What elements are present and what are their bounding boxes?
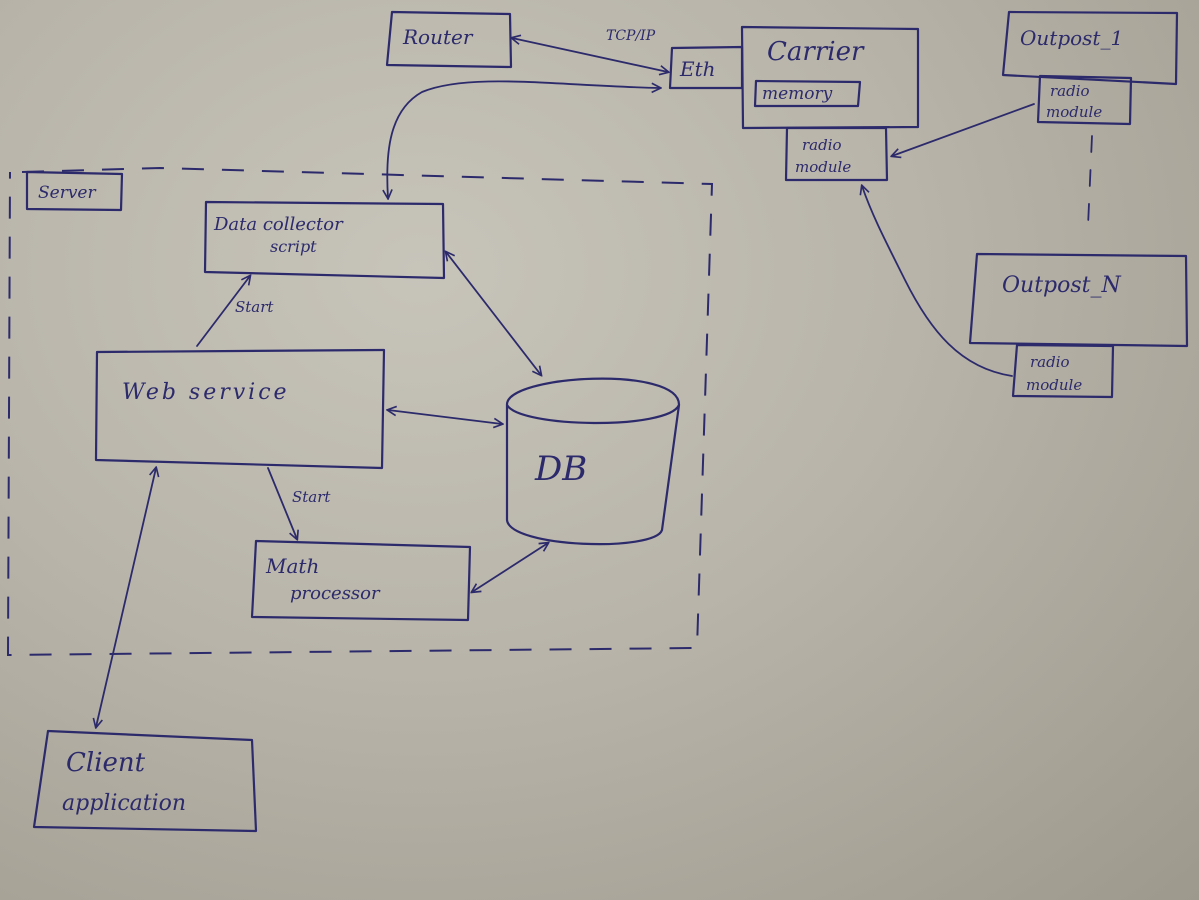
math-processor-box — [250, 539, 472, 622]
edge-web-math-label: Start — [292, 488, 331, 506]
data-collector-box — [203, 200, 446, 280]
edge-web-collector — [196, 276, 250, 347]
outpost-n-label: Outpost_N — [1002, 273, 1122, 298]
outposts-ellipsis-line — [1087, 135, 1093, 227]
client-app-label-2: application — [62, 791, 186, 816]
eth-node: Eth — [668, 45, 744, 90]
edge-outpostn-carrier — [862, 186, 1013, 377]
edge-outpost1-carrier — [892, 103, 1035, 156]
carrier-radio-label-2: module — [795, 158, 851, 176]
eth-label: Eth — [679, 57, 716, 81]
carrier-radio-box — [784, 126, 889, 182]
web-service-box — [94, 348, 386, 470]
edges: TCP/IP Start Start — [96, 28, 1035, 727]
server-label-box — [25, 170, 124, 212]
math-processor-label-2: processor — [290, 583, 381, 604]
outpost-1-radio-box — [1036, 74, 1133, 126]
carrier-box — [740, 25, 920, 130]
db-node: DB — [505, 377, 681, 546]
server-boundary-outline — [6, 166, 714, 657]
edge-math-db — [472, 543, 548, 592]
edge-collector-db — [446, 252, 541, 375]
outpost-1-radio-label-2: module — [1046, 103, 1102, 121]
data-collector-label-2: script — [270, 237, 317, 256]
web-service-label: Web service — [122, 380, 290, 405]
edge-web-db — [388, 410, 502, 424]
math-processor-node: Math processor — [250, 539, 472, 622]
outpost-1-box — [1001, 10, 1179, 86]
edge-router-eth-label: TCP/IP — [606, 28, 656, 44]
outpost-n-radio-label-1: radio — [1030, 353, 1070, 371]
db-cylinder — [505, 377, 681, 546]
outpost-1-radio-label-1: radio — [1050, 82, 1090, 100]
carrier-label: Carrier — [767, 37, 865, 67]
server-label: Server — [38, 183, 96, 203]
carrier-node: Carrier memory radio module — [740, 25, 920, 182]
client-app-label-1: Client — [66, 748, 146, 778]
edge-eth-collector — [387, 80, 660, 198]
memory-label: memory — [762, 84, 833, 104]
carrier-radio-label-1: radio — [802, 136, 842, 154]
math-processor-label-1: Math — [265, 554, 319, 578]
outpost-n-radio-box — [1011, 343, 1115, 399]
outpost-n-radio-label-2: module — [1026, 376, 1082, 394]
server-boundary: Server — [6, 166, 714, 657]
router-label: Router — [402, 25, 474, 49]
edge-web-collector-label: Start — [235, 298, 274, 316]
memory-box — [753, 79, 862, 108]
outpost-n-node: Outpost_N radio module — [968, 252, 1189, 399]
db-label: DB — [534, 449, 587, 489]
outpost-1-node: Outpost_1 radio module — [1001, 10, 1179, 126]
web-service-node: Web service — [94, 348, 386, 470]
outpost-1-label: Outpost_1 — [1020, 26, 1123, 50]
db-cylinder-rim — [506, 404, 681, 425]
client-app-box — [32, 729, 258, 833]
data-collector-label-1: Data collector — [213, 214, 344, 235]
edge-web-math — [267, 467, 297, 539]
client-app-node: Client application — [32, 729, 258, 833]
router-node: Router — [385, 10, 513, 69]
edge-router-eth — [512, 38, 668, 72]
edge-web-client — [96, 468, 156, 727]
outpost-n-box — [968, 252, 1189, 348]
data-collector-node: Data collector script — [203, 200, 446, 280]
